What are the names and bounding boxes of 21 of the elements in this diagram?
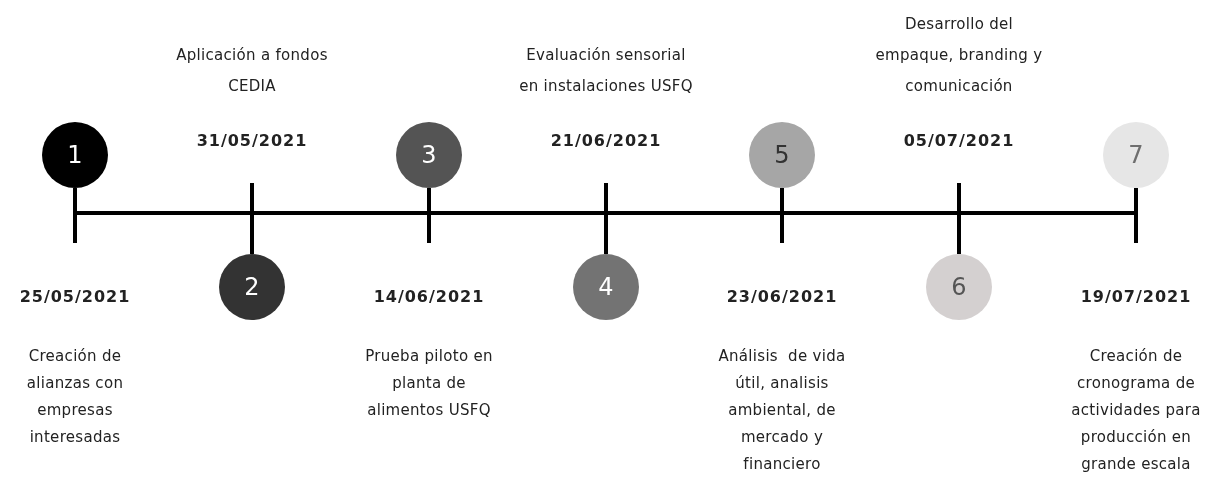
milestone-description: Aplicación a fondos CEDIA bbox=[175, 45, 329, 97]
milestone-description: Evaluación sensorial en instalaciones USFQ bbox=[518, 45, 694, 97]
milestone-description: Creación de alianzas con empresas interesadas bbox=[25, 346, 125, 448]
date-label: 23/06/2021 bbox=[725, 287, 839, 306]
step-number: 6 bbox=[951, 273, 967, 301]
step-number: 3 bbox=[421, 141, 437, 169]
step-number: 5 bbox=[774, 141, 790, 169]
date-label: 19/07/2021 bbox=[1079, 287, 1193, 306]
milestone-description: Creación de cronograma de actividades para producción en grande escala bbox=[1070, 346, 1202, 475]
milestone-description: Desarrollo del empaque, branding y comunicación bbox=[874, 14, 1044, 97]
milestone-description: Análisis de vida útil, analisis ambiental, de mercado y financiero bbox=[717, 346, 847, 475]
date-label: 31/05/2021 bbox=[195, 131, 309, 150]
step-number: 7 bbox=[1128, 141, 1144, 169]
date-label: 14/06/2021 bbox=[372, 287, 486, 306]
date-label: 05/07/2021 bbox=[902, 131, 1016, 150]
step-number: 1 bbox=[67, 141, 83, 169]
step-number: 4 bbox=[598, 273, 614, 301]
date-label: 25/05/2021 bbox=[18, 287, 132, 306]
milestone-description: Prueba piloto en planta de alimentos USFQ bbox=[364, 346, 494, 421]
step-number: 2 bbox=[244, 273, 260, 301]
date-label: 21/06/2021 bbox=[549, 131, 663, 150]
